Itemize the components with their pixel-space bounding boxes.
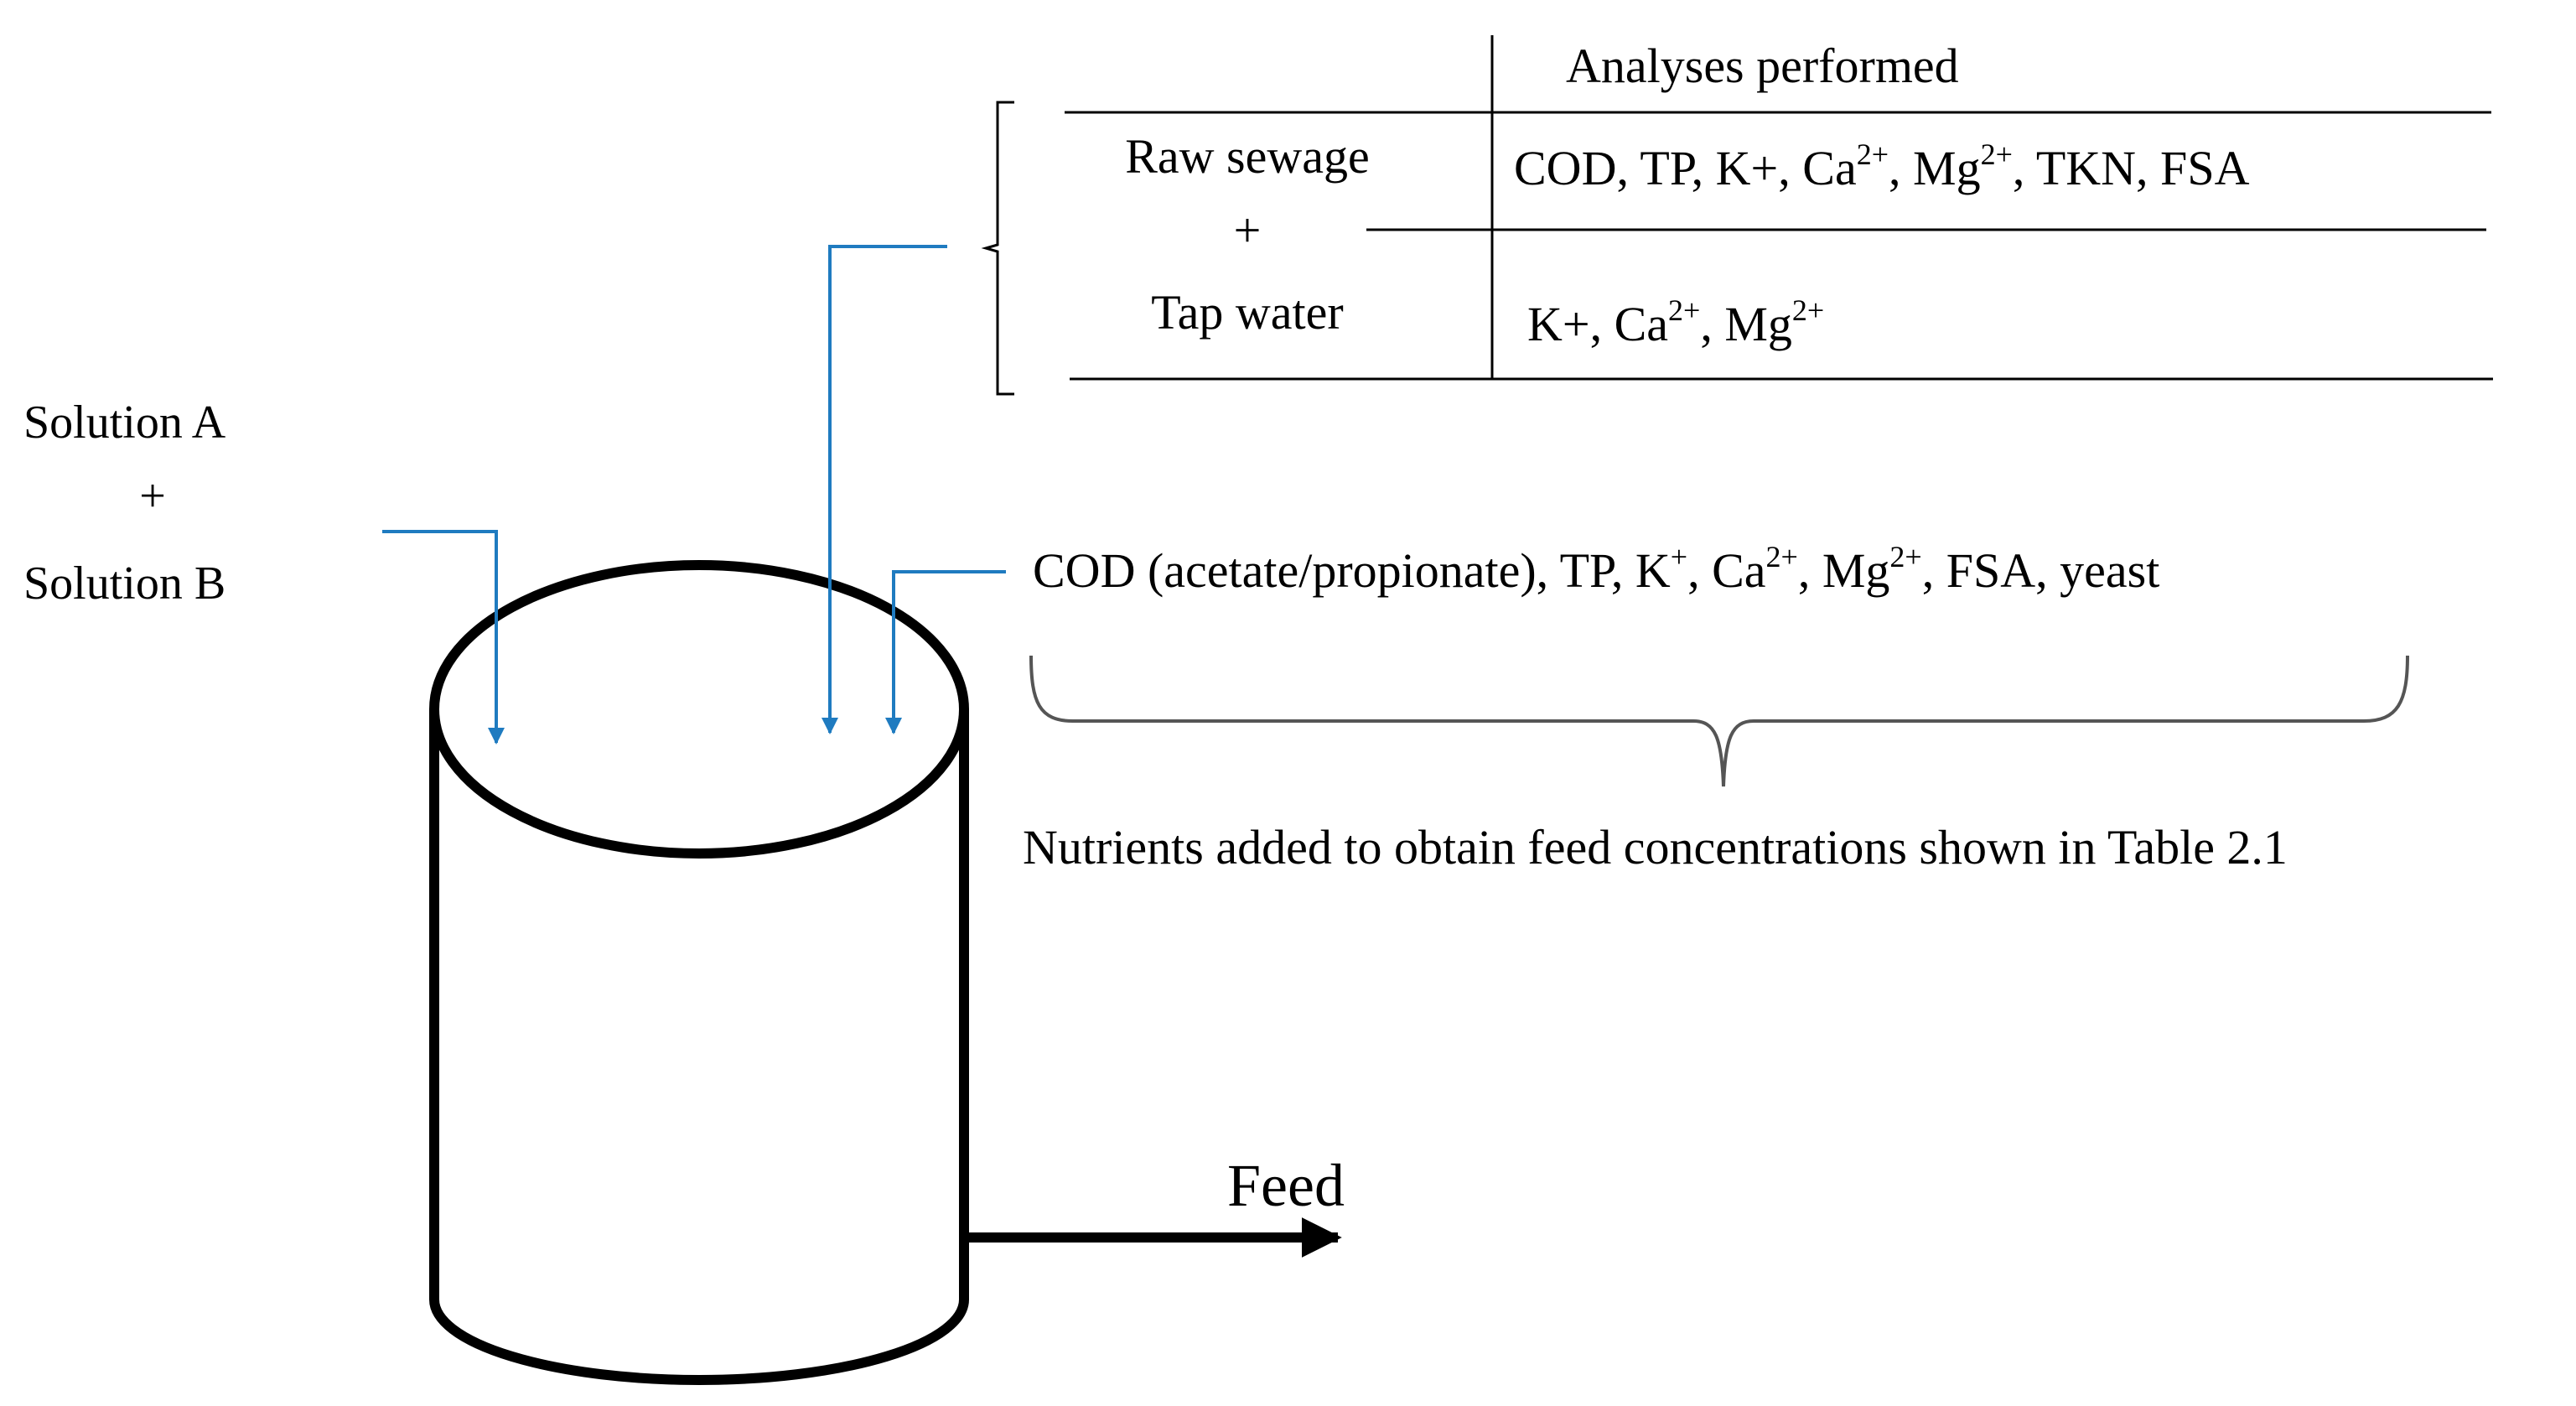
row-label-raw-sewage: Raw sewage	[1125, 129, 1370, 184]
feed-label: Feed	[1227, 1152, 1345, 1219]
tank-body-outline	[429, 709, 969, 1385]
solution-feed-arrow	[382, 530, 505, 745]
feed-tank	[429, 560, 969, 1385]
row-label-plus: +	[1234, 203, 1262, 257]
row-label-tap-water: Tap water	[1151, 285, 1343, 340]
table-header: Analyses performed	[1566, 39, 1959, 93]
raw-sewage-analyses: COD, TP, K+, Ca2+, Mg2+, TKN, FSA	[1514, 137, 2250, 195]
tap-water-analyses: K+, Ca2+, Mg2+	[1527, 293, 1824, 351]
nutrients-list: COD (acetate/propionate), TP, K+, Ca2+, …	[1033, 540, 2159, 598]
nutrients-caption: Nutrients added to obtain feed concentra…	[1023, 820, 2288, 874]
tank-top-ellipse	[429, 560, 969, 859]
nutrients-curly-brace	[1029, 655, 2409, 787]
nutrients-feed-arrow	[885, 570, 1006, 734]
sewage-table: Analyses performed Raw sewage + Tap wate…	[1065, 35, 2493, 381]
solution-a-label: Solution A	[23, 397, 226, 449]
sewage-feed-arrow	[822, 245, 947, 734]
solution-plus-label: +	[139, 470, 166, 522]
solution-b-label: Solution B	[23, 558, 225, 610]
sewage-bracket	[981, 101, 1014, 396]
